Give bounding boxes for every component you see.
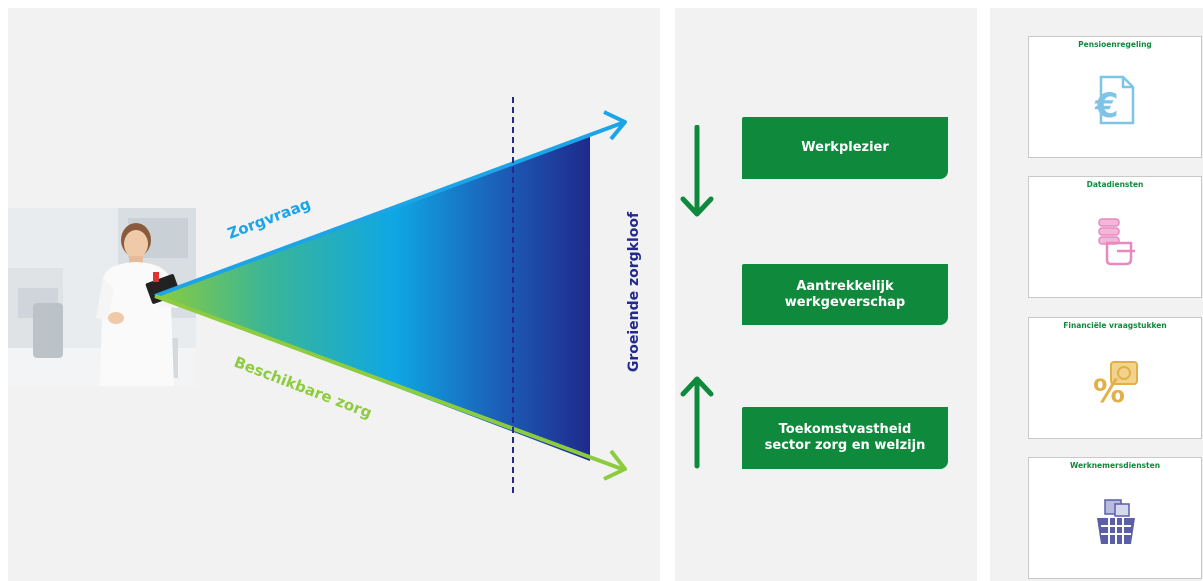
goal-label: Toekomstvastheid sector zorg en welzijn [764, 422, 926, 453]
goal-attractive-employer: Aantrekkelijk werkgeverschap [742, 264, 948, 325]
demand-arrowhead [603, 110, 627, 141]
shopping-basket-icon [1097, 499, 1135, 544]
euro-document-icon: € [1094, 75, 1135, 126]
service-card-data[interactable]: Datadiensten [1028, 176, 1202, 298]
database-scroll-icon [1098, 218, 1135, 266]
nurse-photo [8, 208, 196, 386]
service-card-employee[interactable]: Werknemersdiensten [1028, 457, 1202, 579]
percent-banknote-icon: % [1093, 361, 1138, 410]
goal-label: Aantrekkelijk werkgeverschap [784, 278, 906, 310]
svg-text:€: € [1094, 86, 1119, 126]
up-arrow-icon [680, 376, 714, 469]
supply-arrow-line [154, 294, 623, 471]
down-arrow-icon [680, 125, 714, 217]
gap-diagram: Zorgvraag Beschikbare zorg [154, 97, 627, 494]
card-title: Financiële vraagstukken [1063, 321, 1167, 330]
demand-label: Zorgvraag [225, 195, 313, 243]
gap-label: Groeiende zorgkloof [626, 211, 642, 373]
goal-work-pleasure: Werkplezier [742, 117, 948, 179]
svg-text:%: % [1093, 372, 1125, 410]
gap-triangle [155, 134, 590, 461]
service-card-financial[interactable]: Financiële vraagstukken % [1028, 317, 1202, 439]
card-title: Werknemersdiensten [1069, 461, 1161, 470]
goal-label: Werkplezier [801, 140, 889, 155]
card-title: Datadiensten [1086, 180, 1144, 189]
supply-arrowhead [603, 449, 627, 481]
service-card-pension[interactable]: Pensioenregeling € [1028, 36, 1202, 158]
card-title: Pensioenregeling [1078, 40, 1152, 49]
demand-arrow-line [154, 121, 623, 298]
goal-future-proof: Toekomstvastheid sector zorg en welzijn [742, 407, 948, 469]
